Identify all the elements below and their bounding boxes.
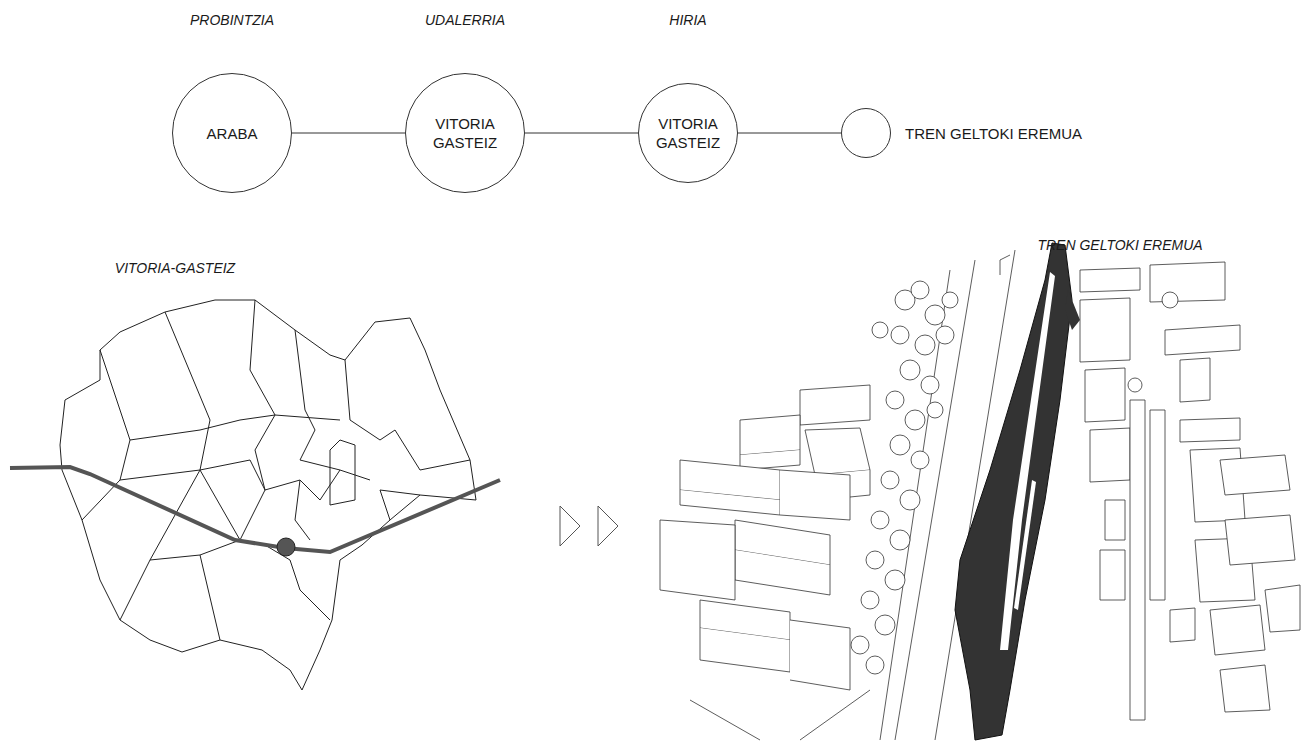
- hierarchy-link: [292, 133, 405, 134]
- view-title: VITORIA-GASTEIZ: [115, 260, 235, 276]
- level-name: ARABA: [192, 124, 272, 143]
- level-circle: UDALERRIAVITORIA GASTEIZ: [405, 73, 525, 193]
- level-circle: TREN GELTOKI EREMUA: [841, 108, 891, 158]
- circle-shape: [173, 74, 292, 193]
- view-title: TREN GELTOKI EREMUA: [1037, 237, 1202, 253]
- station-platform: [955, 243, 1080, 740]
- level-name: VITORIA GASTEIZ: [648, 114, 728, 152]
- hierarchy-link: [525, 133, 638, 134]
- hierarchy-link: [738, 133, 841, 134]
- rail-line: [10, 467, 500, 552]
- circle-outline: [638, 83, 738, 183]
- circle-outline: [841, 108, 891, 158]
- zoom-arrows: [560, 506, 618, 546]
- level-name: TREN GELTOKI EREMUA: [905, 125, 1082, 142]
- circle-shape: [842, 109, 891, 158]
- level-heading: HIRIA: [669, 12, 706, 28]
- circle-shape: [639, 84, 738, 183]
- level-heading: PROBINTZIA: [190, 12, 274, 28]
- city-map: [60, 300, 476, 690]
- level-circle: PROBINTZIAARABA: [172, 73, 292, 193]
- level-circle: HIRIAVITORIA GASTEIZ: [638, 83, 738, 183]
- circle-outline: [405, 73, 525, 193]
- level-heading: UDALERRIA: [425, 12, 505, 28]
- level-name: VITORIA GASTEIZ: [425, 114, 505, 152]
- circle-shape: [406, 74, 525, 193]
- station-marker: [277, 538, 295, 556]
